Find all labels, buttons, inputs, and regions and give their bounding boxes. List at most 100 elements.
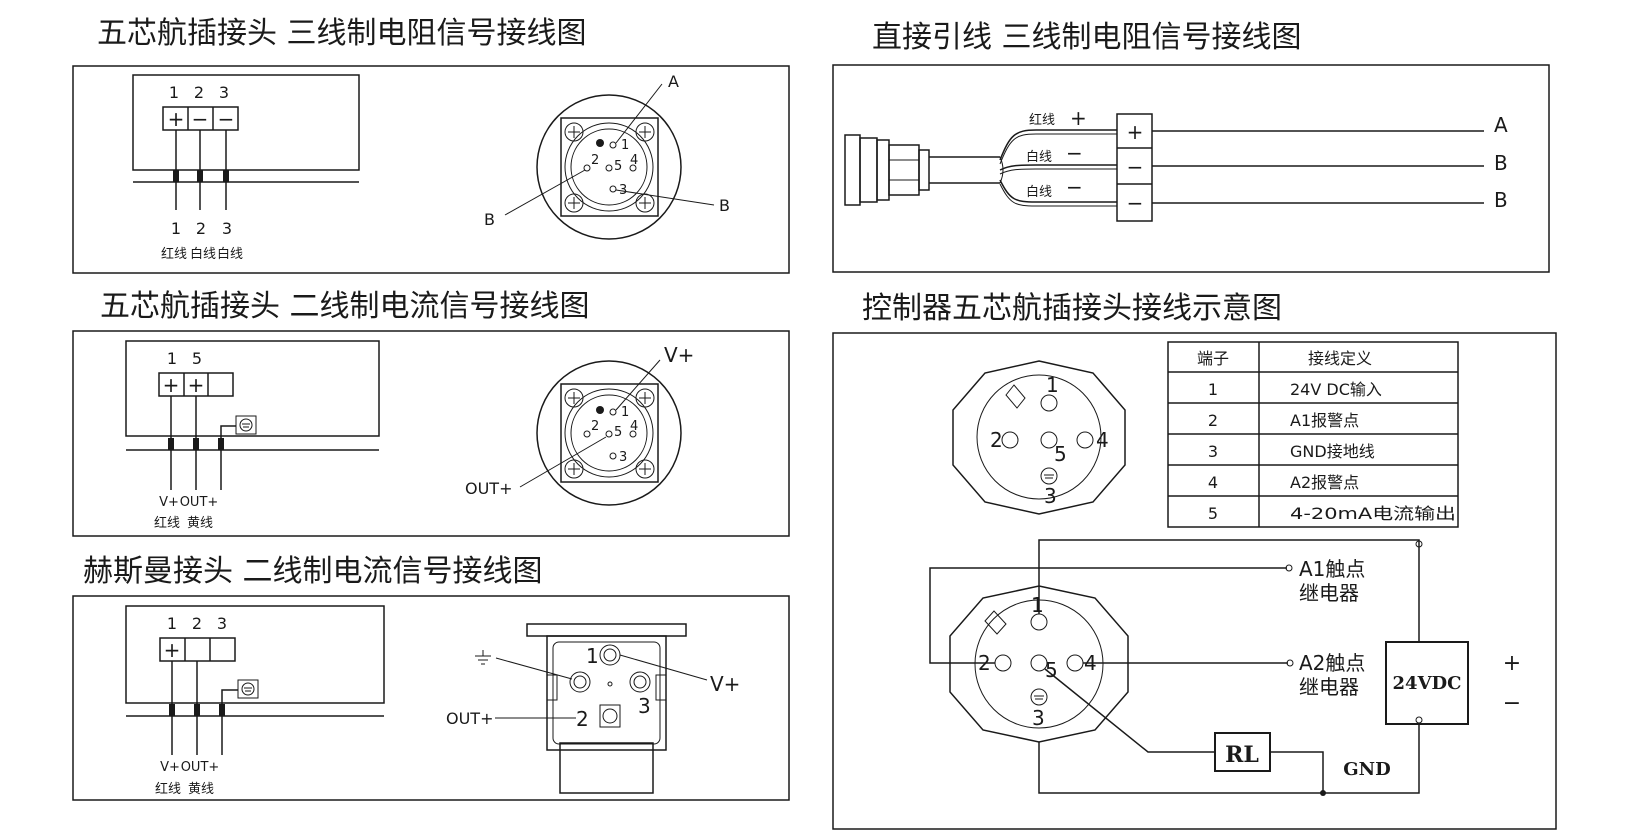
wire-color-label: 红线 bbox=[1029, 112, 1055, 128]
wire-sign: − bbox=[1066, 175, 1083, 199]
wire-function-label: V+ bbox=[159, 495, 179, 510]
terminal-number: 2 bbox=[192, 614, 202, 633]
terminal-sign: − bbox=[1127, 155, 1144, 179]
pin-number: 1 bbox=[1046, 373, 1059, 397]
callout-out: OUT+ bbox=[446, 709, 493, 728]
terminal-number: 3 bbox=[219, 83, 229, 102]
pin-number: 5 bbox=[614, 425, 622, 440]
output-label: A bbox=[1494, 113, 1508, 137]
callout-out: OUT+ bbox=[465, 479, 512, 498]
relay-a2-label: 继电器 bbox=[1299, 675, 1359, 699]
table-cell: A1报警点 bbox=[1290, 411, 1359, 430]
output-label: B bbox=[1494, 151, 1508, 175]
panel-direct-lead-three-wire: 红线 + 白线 − 白线 − + − − A B B bbox=[832, 64, 1550, 273]
panel-frame bbox=[832, 64, 1550, 273]
power-supply-label: 24VDC bbox=[1393, 673, 1462, 694]
pin-number: 1 bbox=[621, 138, 629, 153]
panel-frame bbox=[72, 595, 790, 801]
pin-number: 3 bbox=[619, 183, 627, 198]
panel-five-pin-two-wire: 1 5 + + V+ OUT+ 红线 黄线 bbox=[72, 330, 790, 537]
callout-b-left: B bbox=[484, 210, 495, 229]
panel-five-pin-three-wire: 1 2 3 + − − 1 2 3 红线 白线 白线 bbox=[72, 65, 790, 274]
pin-definition-table: 端子 接线定义 1 24V DC输入 2 A1报警点 3 GND接地线 4 A2… bbox=[1167, 341, 1459, 528]
wire-color-label: 白线 bbox=[1026, 149, 1052, 165]
pin-number: 1 bbox=[586, 644, 599, 668]
wire-color-label: 红线 bbox=[154, 515, 180, 531]
ground-terminal bbox=[237, 679, 259, 699]
panel-frame bbox=[832, 332, 1557, 830]
callout-a: A bbox=[668, 72, 679, 91]
terminal-column bbox=[1116, 113, 1153, 222]
terminal-number: 2 bbox=[194, 83, 204, 102]
pin-number: 3 bbox=[638, 694, 651, 718]
connector-face: 1 2 5 4 3 bbox=[536, 94, 682, 240]
gnd-label: GND bbox=[1343, 759, 1390, 780]
panel-frame bbox=[72, 330, 790, 537]
relay-a2-label: A2触点 bbox=[1299, 651, 1365, 675]
table-cell: 5 bbox=[1208, 504, 1218, 523]
pin-number: 1 bbox=[1031, 593, 1044, 617]
title-controller-five-pin: 控制器五芯航插接头接线示意图 bbox=[862, 291, 1282, 326]
wire-number: 1 bbox=[171, 219, 181, 238]
table-cell: A2报警点 bbox=[1290, 473, 1359, 492]
table-cell: 3 bbox=[1208, 442, 1218, 461]
psu-minus-sign: − bbox=[1503, 691, 1521, 716]
pin-number: 3 bbox=[1044, 484, 1057, 508]
pin-number: 2 bbox=[990, 428, 1003, 452]
wire-sign: + bbox=[1070, 106, 1087, 130]
output-label: B bbox=[1494, 188, 1508, 212]
pin-number: 2 bbox=[591, 419, 599, 434]
earth-symbol bbox=[475, 650, 491, 665]
terminal-sign: + bbox=[163, 373, 180, 397]
terminal-sign: − bbox=[192, 107, 209, 131]
callout-vplus: V+ bbox=[664, 343, 694, 367]
table-header: 接线定义 bbox=[1308, 349, 1372, 368]
wire-color-label: 白线 bbox=[217, 246, 243, 262]
cable-gland bbox=[844, 134, 1004, 206]
pin-number: 1 bbox=[621, 405, 629, 420]
terminal-number: 1 bbox=[169, 83, 179, 102]
power-supply-box bbox=[1385, 641, 1469, 725]
terminal-sign: − bbox=[218, 107, 235, 131]
psu-plus-sign: + bbox=[1503, 651, 1521, 676]
pin-number: 5 bbox=[1054, 442, 1067, 466]
wire-function-label: V+ bbox=[160, 760, 180, 775]
wire-sign: − bbox=[1066, 141, 1083, 165]
key-mark bbox=[596, 139, 604, 147]
panel-hirschmann-two-wire: 1 2 3 + V+ OUT+ 红线 黄线 1 bbox=[72, 595, 790, 801]
terminal-sign: − bbox=[1127, 191, 1144, 215]
title-five-pin-two-wire: 五芯航插接头 二线制电流信号接线图 bbox=[100, 289, 590, 324]
terminal-block-housing bbox=[132, 74, 360, 171]
terminal-sign: + bbox=[164, 638, 181, 662]
terminal-sign: + bbox=[168, 107, 185, 131]
wire-number: 2 bbox=[196, 219, 206, 238]
callout-vplus: V+ bbox=[710, 672, 740, 696]
panel-frame bbox=[72, 65, 790, 274]
wire-color-label: 白线 bbox=[190, 246, 216, 262]
table-cell: 24V DC输入 bbox=[1290, 380, 1382, 399]
wire-color-label: 黄线 bbox=[188, 782, 214, 797]
title-direct-lead-three-wire: 直接引线 三线制电阻信号接线图 bbox=[872, 20, 1302, 55]
wire-color-label: 黄线 bbox=[187, 516, 213, 531]
terminal-number: 1 bbox=[167, 349, 177, 368]
pin-number: 3 bbox=[619, 450, 627, 465]
table-cell: GND接地线 bbox=[1290, 442, 1375, 461]
table-cell: 4-20mA电流输出 bbox=[1290, 504, 1456, 523]
pin-number: 5 bbox=[614, 159, 622, 174]
table-cell: 2 bbox=[1208, 411, 1218, 430]
table-cell: 1 bbox=[1208, 380, 1218, 399]
wire-color-label: 白线 bbox=[1026, 184, 1052, 200]
wire-color-label: 红线 bbox=[155, 781, 181, 797]
pin-number: 4 bbox=[1096, 428, 1109, 452]
wire-function-label: OUT+ bbox=[180, 495, 219, 510]
load-resistor-label: RL bbox=[1225, 742, 1259, 768]
connector-face: 1 2 5 4 3 bbox=[536, 360, 682, 506]
terminal-sign: + bbox=[1127, 120, 1144, 144]
terminal-number: 1 bbox=[167, 614, 177, 633]
relay-a1-label: A1触点 bbox=[1299, 557, 1365, 581]
terminal-number: 3 bbox=[217, 614, 227, 633]
wire-function-label: OUT+ bbox=[181, 760, 220, 775]
terminal-sign: + bbox=[188, 373, 205, 397]
ground-terminal bbox=[235, 415, 257, 435]
